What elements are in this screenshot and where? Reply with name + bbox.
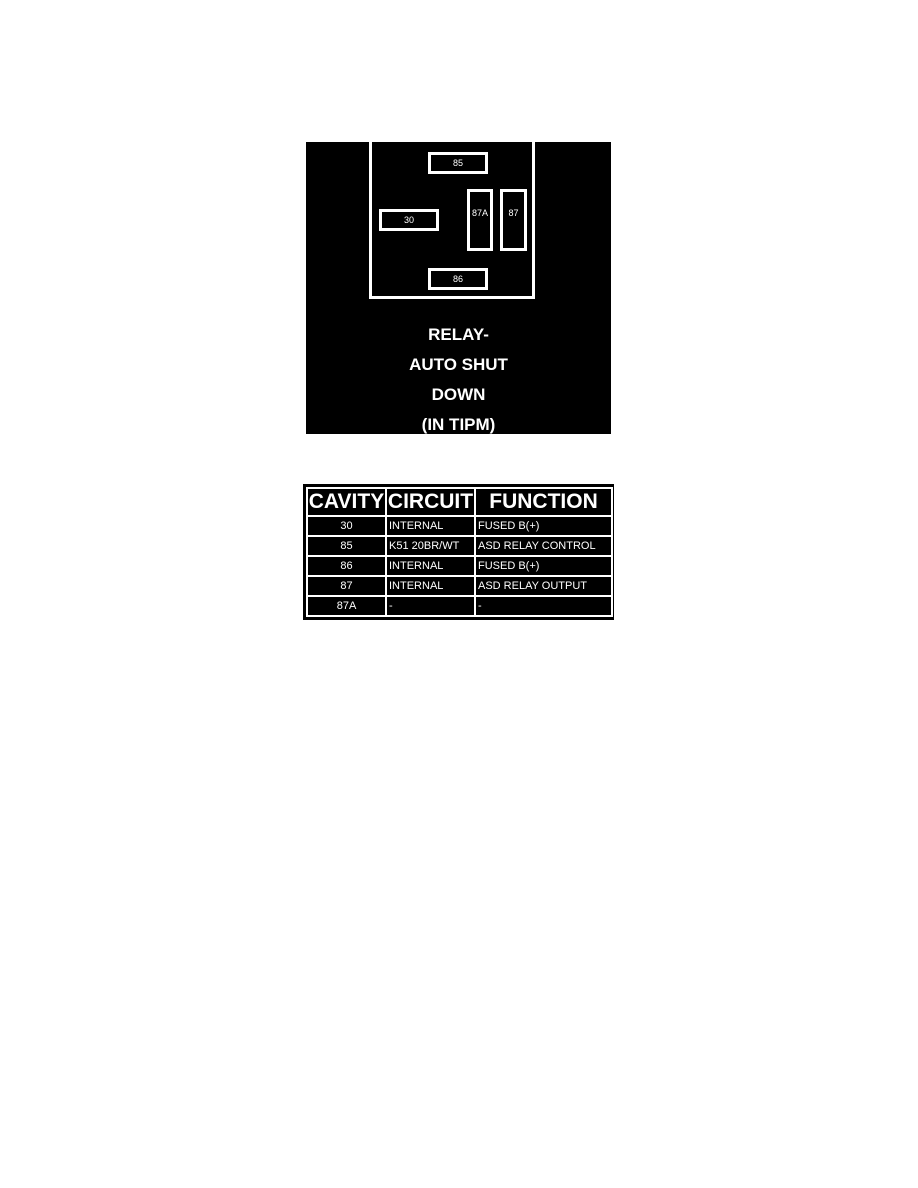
header-circuit: CIRCUIT [385,487,476,517]
terminal-87a: 87A [467,189,493,251]
cavity-table-container: CAVITY CIRCUIT FUNCTION 30 INTERNAL FUSE… [303,484,614,620]
caption-line-2: AUTO SHUT [409,355,508,374]
cell-circuit: INTERNAL [385,555,476,577]
cell-cavity: 87A [306,595,387,617]
cell-circuit: - [385,595,476,617]
cavity-table: CAVITY CIRCUIT FUNCTION 30 INTERNAL FUSE… [306,487,613,617]
relay-diagram: 85 30 87A 87 86 RELAY- AUTO SHUT DOWN (I… [306,142,611,434]
cell-circuit: K51 20BR/WT [385,535,476,557]
terminal-85: 85 [428,152,488,174]
terminal-86: 86 [428,268,488,290]
header-cavity: CAVITY [306,487,387,517]
table-row: 86 INTERNAL FUSED B(+) [306,555,613,577]
cell-cavity: 85 [306,535,387,557]
cell-circuit: INTERNAL [385,515,476,537]
terminal-87: 87 [500,189,527,251]
cell-cavity: 86 [306,555,387,577]
cell-function: FUSED B(+) [474,555,613,577]
table-row: 85 K51 20BR/WT ASD RELAY CONTROL [306,535,613,557]
table-header-row: CAVITY CIRCUIT FUNCTION [306,487,613,517]
terminal-30: 30 [379,209,439,231]
relay-caption: RELAY- AUTO SHUT DOWN (IN TIPM) [306,320,611,440]
cell-function: ASD RELAY OUTPUT [474,575,613,597]
cell-function: FUSED B(+) [474,515,613,537]
cell-cavity: 87 [306,575,387,597]
caption-line-3: DOWN [431,385,486,404]
header-function: FUNCTION [474,487,613,517]
table-row: 30 INTERNAL FUSED B(+) [306,515,613,537]
table-row: 87A - - [306,595,613,617]
caption-line-1: RELAY- [428,325,489,344]
relay-housing [369,142,535,299]
cell-function: - [474,595,613,617]
cell-cavity: 30 [306,515,387,537]
cell-function: ASD RELAY CONTROL [474,535,613,557]
caption-line-4: (IN TIPM) [421,415,496,434]
table-row: 87 INTERNAL ASD RELAY OUTPUT [306,575,613,597]
cell-circuit: INTERNAL [385,575,476,597]
